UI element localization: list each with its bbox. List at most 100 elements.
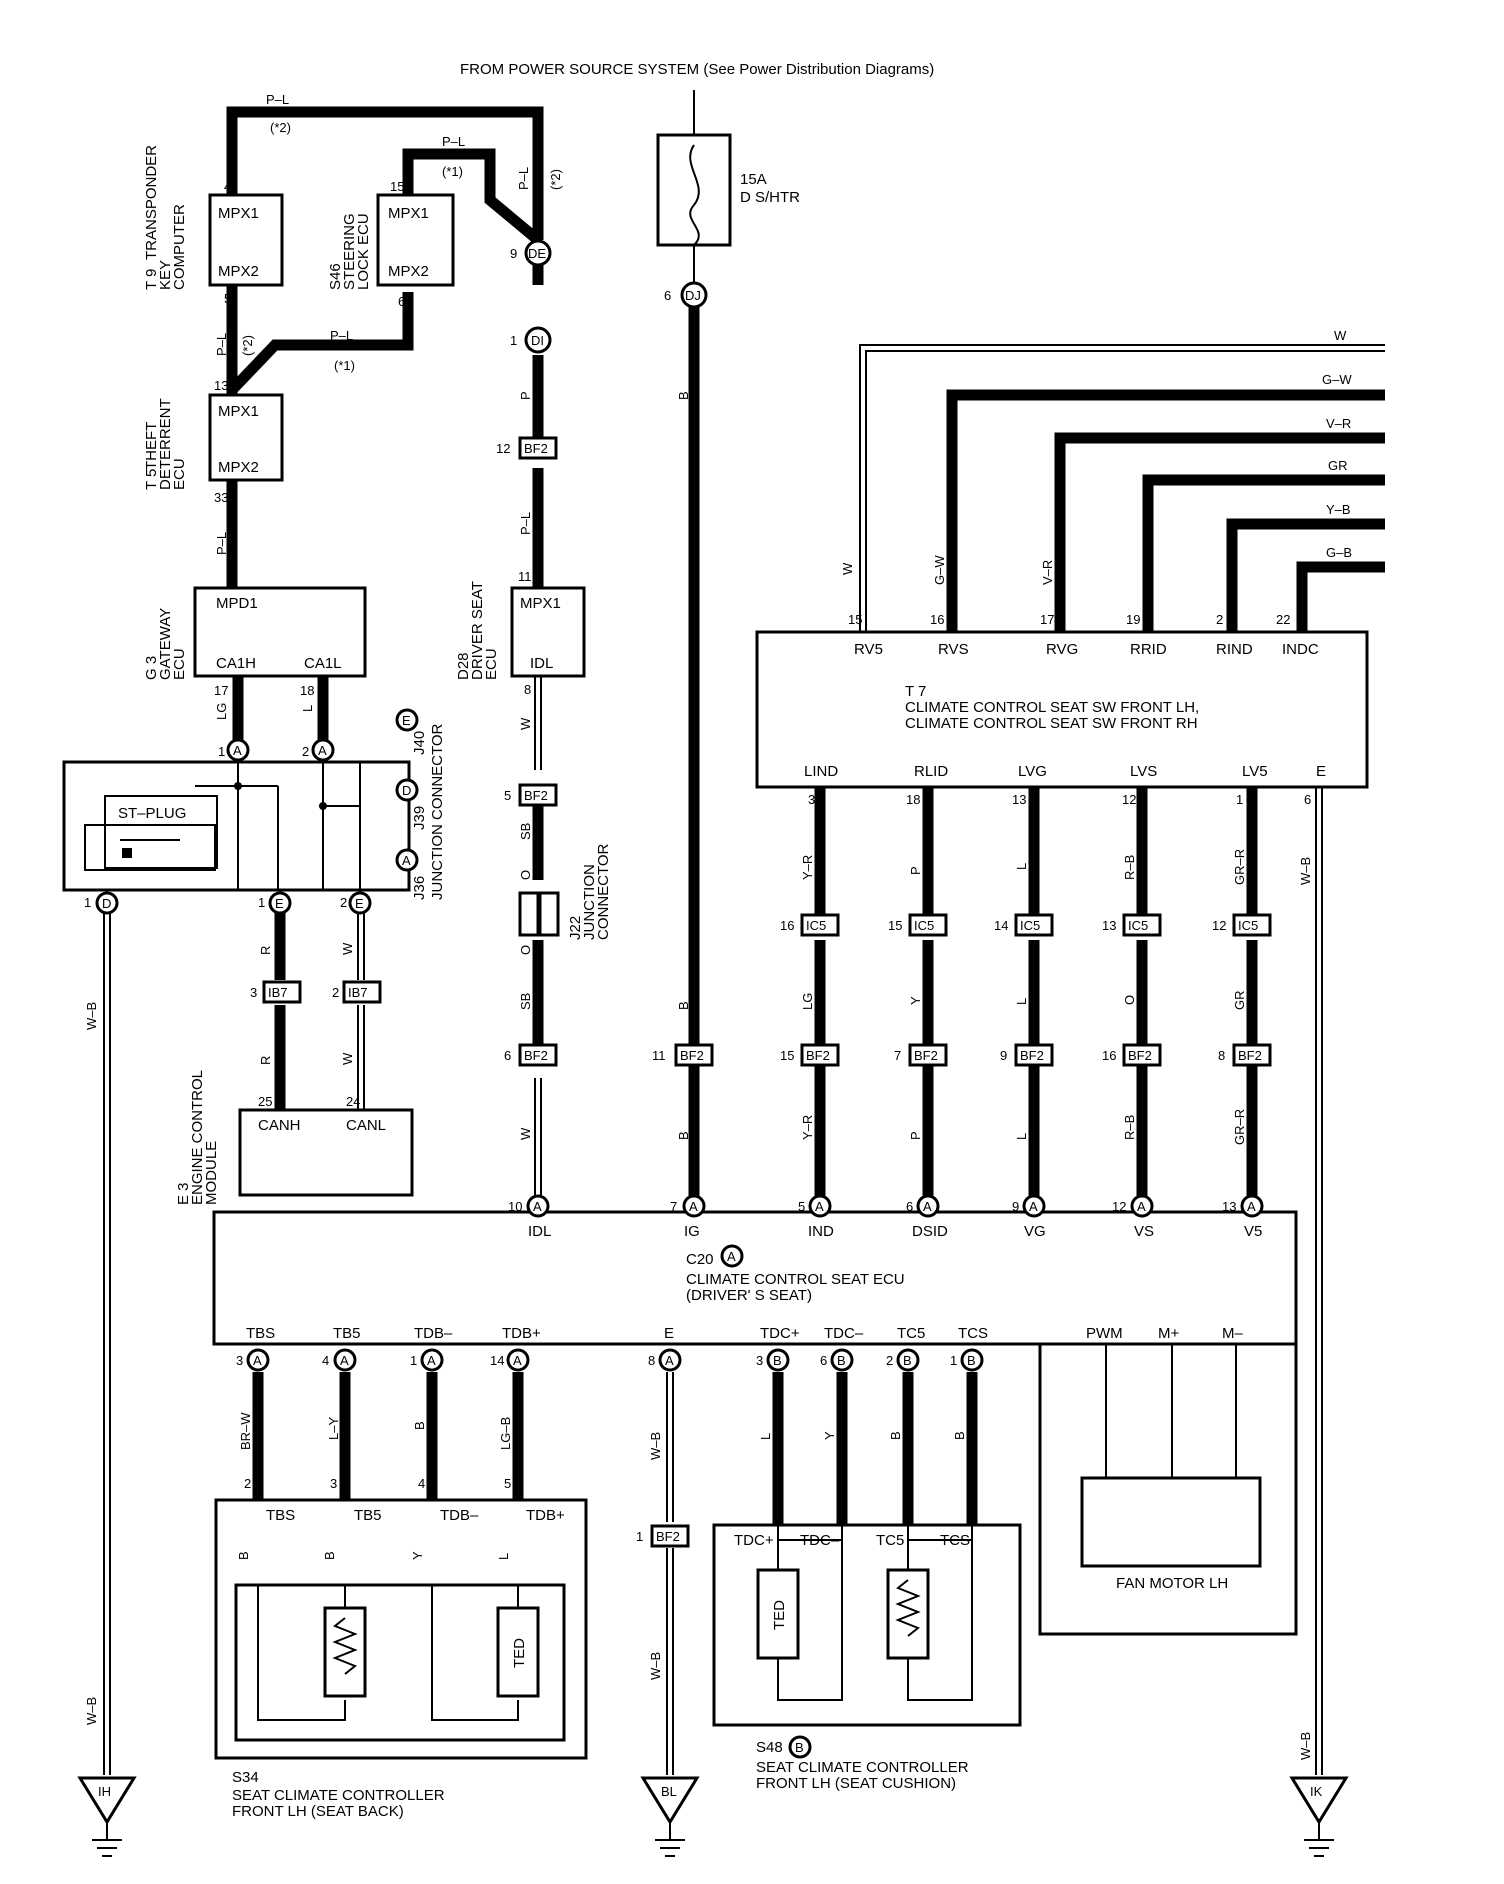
svg-text:B: B	[952, 1431, 967, 1440]
svg-text:R–B: R–B	[1122, 855, 1137, 880]
svg-text:L: L	[1014, 1133, 1029, 1140]
svg-text:Y: Y	[822, 1431, 837, 1440]
svg-text:6: 6	[664, 288, 671, 303]
svg-text:TB5: TB5	[333, 1325, 361, 1342]
svg-text:DJ: DJ	[685, 288, 701, 303]
svg-text:IC5: IC5	[914, 918, 934, 933]
t7-climate-control-seat-switch: RV5 RVS RVG RRID RIND INDC T 7 CLIMATE C…	[755, 612, 1369, 807]
svg-text:TDC+: TDC+	[760, 1325, 800, 1342]
svg-text:R–B: R–B	[1122, 1115, 1137, 1140]
svg-text:TDC–: TDC–	[800, 1532, 840, 1549]
svg-text:LVG: LVG	[1018, 763, 1047, 780]
svg-text:A: A	[1029, 1199, 1038, 1214]
svg-text:6: 6	[398, 294, 405, 309]
svg-text:E: E	[664, 1325, 674, 1342]
svg-text:BF2: BF2	[524, 1048, 548, 1063]
svg-text:8: 8	[648, 1353, 655, 1368]
svg-text:TED: TED	[771, 1600, 788, 1630]
svg-text:J36: J36	[411, 876, 428, 900]
svg-text:RV5: RV5	[854, 641, 883, 658]
svg-text:13: 13	[1222, 1199, 1236, 1214]
svg-text:(*2): (*2)	[548, 169, 563, 190]
svg-text:IH: IH	[98, 1784, 111, 1799]
svg-text:16: 16	[1102, 1048, 1116, 1063]
svg-text:D: D	[402, 783, 411, 798]
svg-text:CLIMATE CONTROL SEAT ECU: CLIMATE CONTROL SEAT ECU	[686, 1271, 905, 1288]
svg-text:12: 12	[1212, 918, 1226, 933]
svg-text:A: A	[1247, 1199, 1256, 1214]
svg-text:IB7: IB7	[268, 985, 288, 1000]
svg-text:O: O	[518, 870, 533, 880]
svg-text:S46: S46	[327, 263, 344, 290]
svg-text:ST–PLUG: ST–PLUG	[118, 805, 186, 822]
svg-text:M–: M–	[1222, 1325, 1243, 1342]
svg-text:A: A	[727, 1249, 736, 1264]
svg-text:P–L: P–L	[330, 328, 353, 343]
svg-text:T 7: T 7	[905, 683, 926, 700]
svg-text:2: 2	[340, 895, 347, 910]
svg-text:2: 2	[1216, 612, 1223, 627]
svg-text:LG–B: LG–B	[498, 1417, 513, 1450]
ground-ih: IH	[77, 1776, 137, 1857]
svg-text:JUNCTION CONNECTOR: JUNCTION CONNECTOR	[429, 723, 446, 900]
svg-text:B: B	[676, 1131, 691, 1140]
svg-text:16: 16	[780, 918, 794, 933]
fuse-15a-ds-htr: 15A D S/HTR DJ 6 B B BF2 11 B	[652, 90, 800, 1140]
svg-text:2: 2	[302, 744, 309, 759]
wire-labels-pl: P–L (*2) P–L (*1) P–L (*2) P–L (*2) P–L …	[214, 92, 563, 555]
svg-text:A: A	[513, 1353, 522, 1368]
svg-text:ECU: ECU	[171, 458, 188, 490]
svg-text:15: 15	[390, 179, 404, 194]
svg-text:IK: IK	[1310, 1784, 1323, 1799]
svg-text:E 3: E 3	[175, 1182, 192, 1205]
svg-text:P–L: P–L	[442, 134, 465, 149]
svg-text:B: B	[903, 1353, 912, 1368]
svg-text:L: L	[300, 705, 315, 712]
svg-text:CANH: CANH	[258, 1117, 301, 1134]
svg-text:DRIVER SEAT: DRIVER SEAT	[469, 581, 486, 680]
svg-text:13: 13	[1012, 792, 1026, 807]
svg-text:E: E	[355, 896, 364, 911]
svg-text:W: W	[518, 1127, 533, 1140]
svg-text:22: 22	[1276, 612, 1290, 627]
svg-text:LG: LG	[800, 993, 815, 1010]
svg-text:RRID: RRID	[1130, 641, 1167, 658]
svg-text:G 3: G 3	[143, 656, 160, 680]
svg-text:8: 8	[1218, 1048, 1225, 1063]
svg-text:JUNCTION: JUNCTION	[581, 864, 598, 940]
svg-text:4: 4	[418, 1476, 425, 1491]
svg-text:A: A	[689, 1199, 698, 1214]
svg-text:E: E	[1316, 763, 1326, 780]
d28-driver-seat-ecu: MPX1 IDL 11 8 D28 DRIVER SEAT ECU	[455, 569, 586, 697]
svg-text:(*1): (*1)	[334, 358, 355, 373]
svg-text:L: L	[758, 1433, 773, 1440]
svg-text:DI: DI	[531, 333, 544, 348]
t5-theft-deterrent-ecu: MPX1 MPX2 13 33 T 5 THEFT DETERRENT ECU	[143, 378, 284, 505]
svg-text:MPD1: MPD1	[216, 595, 258, 612]
svg-text:SB: SB	[518, 823, 533, 840]
svg-text:IG: IG	[684, 1223, 700, 1240]
svg-text:10: 10	[508, 1199, 522, 1214]
svg-text:19: 19	[1126, 612, 1140, 627]
svg-text:1: 1	[258, 895, 265, 910]
svg-text:A: A	[665, 1353, 674, 1368]
s48-wires: L Y B B	[758, 1372, 978, 1525]
svg-text:IDL: IDL	[530, 655, 553, 672]
svg-text:BF2: BF2	[524, 441, 548, 456]
svg-text:(*2): (*2)	[240, 335, 255, 356]
svg-text:W–B: W–B	[84, 1002, 99, 1030]
svg-text:LVS: LVS	[1130, 763, 1157, 780]
svg-text:A: A	[402, 853, 411, 868]
ground-ik: IK	[1289, 1776, 1349, 1857]
svg-text:18: 18	[300, 683, 314, 698]
svg-text:B: B	[773, 1353, 782, 1368]
svg-text:6: 6	[504, 1048, 511, 1063]
svg-text:BF2: BF2	[1238, 1048, 1262, 1063]
svg-text:MPX1: MPX1	[520, 595, 561, 612]
svg-text:LIND: LIND	[804, 763, 838, 780]
t7-output-wires: Y–R P L R–B GR–R W–B W–B IC5 16 IC5 15 I…	[780, 787, 1323, 1775]
svg-text:CONNECTOR: CONNECTOR	[595, 843, 612, 940]
svg-text:STEERING: STEERING	[341, 213, 358, 290]
svg-text:G–W: G–W	[932, 555, 947, 585]
svg-text:15: 15	[848, 612, 862, 627]
